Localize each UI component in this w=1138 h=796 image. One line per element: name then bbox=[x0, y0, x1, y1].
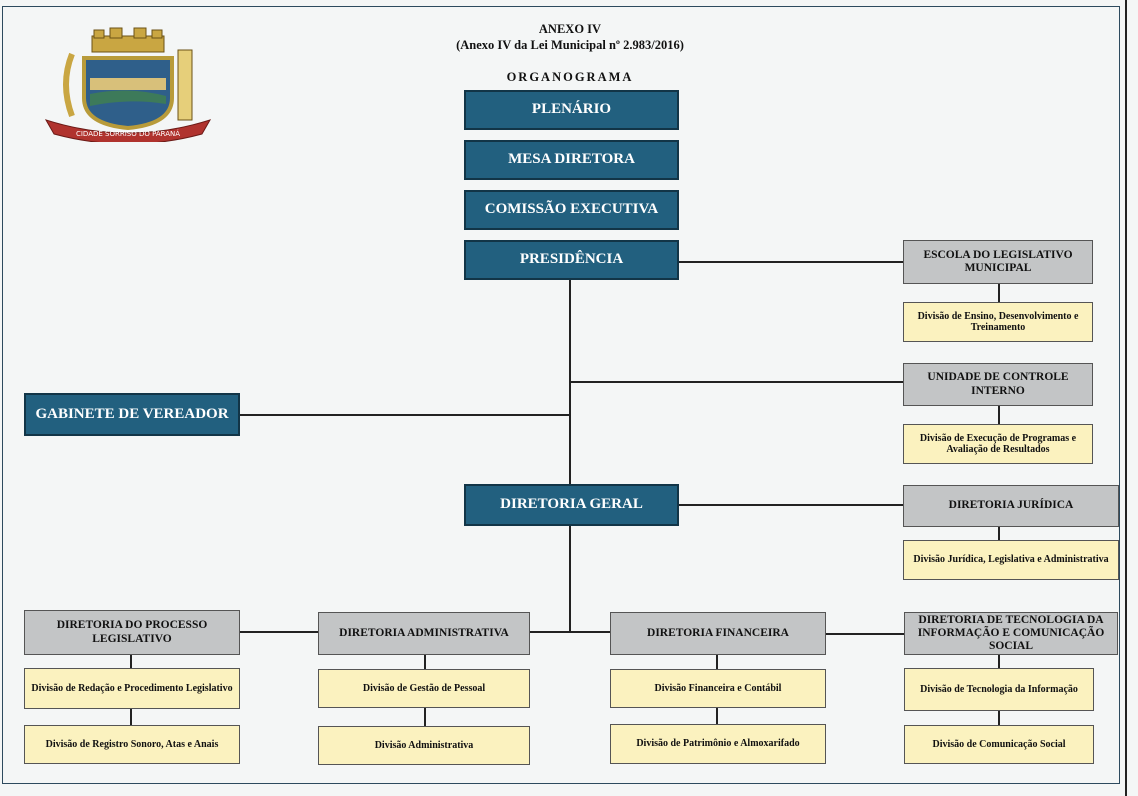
connector bbox=[679, 261, 903, 263]
node-diretoria-processo-legislativo: DIRETORIA DO PROCESSO LEGISLATIVO bbox=[24, 610, 240, 655]
node-controle-interno: UNIDADE DE CONTROLE INTERNO bbox=[903, 363, 1093, 406]
node-divisao-patrimonio: Divisão de Patrimônio e Almoxarifado bbox=[610, 724, 826, 764]
logo-motto: CIDADE SORRISO DO PARANÁ bbox=[76, 129, 180, 138]
node-presidencia: PRESIDÊNCIA bbox=[464, 240, 679, 280]
chart-title: ORGANOGRAMA bbox=[506, 70, 634, 84]
connector bbox=[240, 414, 570, 416]
connector bbox=[530, 631, 610, 633]
connector bbox=[679, 504, 903, 506]
connector bbox=[998, 527, 1000, 540]
connector bbox=[826, 633, 904, 635]
node-plenario: PLENÁRIO bbox=[464, 90, 679, 130]
node-divisao-execucao-programas: Divisão de Execução de Programas e Avali… bbox=[903, 424, 1093, 464]
node-mesa-diretora: MESA DIRETORA bbox=[464, 140, 679, 180]
annex-heading: ANEXO IV bbox=[538, 22, 602, 36]
connector bbox=[998, 284, 1000, 302]
node-diretoria-tecnologia: DIRETORIA DE TECNOLOGIA DA INFORMAÇÃO E … bbox=[904, 612, 1118, 655]
node-divisao-registro-sonoro: Divisão de Registro Sonoro, Atas e Anais bbox=[24, 725, 240, 764]
node-divisao-financeira: Divisão Financeira e Contábil bbox=[610, 669, 826, 708]
connector bbox=[424, 655, 426, 669]
law-reference: (Anexo IV da Lei Municipal nº 2.983/2016… bbox=[456, 38, 684, 52]
node-divisao-comunicacao-social: Divisão de Comunicação Social bbox=[904, 725, 1094, 764]
node-diretoria-administrativa: DIRETORIA ADMINISTRATIVA bbox=[318, 612, 530, 655]
node-diretoria-geral: DIRETORIA GERAL bbox=[464, 484, 679, 526]
connector bbox=[998, 655, 1000, 668]
coat-of-arms-logo: CIDADE SORRISO DO PARANÁ bbox=[44, 27, 212, 142]
node-gabinete-vereador: GABINETE DE VEREADOR bbox=[24, 393, 240, 436]
connector bbox=[716, 655, 718, 669]
connector bbox=[130, 655, 132, 668]
connector bbox=[424, 708, 426, 726]
connector bbox=[240, 631, 318, 633]
node-divisao-administrativa: Divisão Administrativa bbox=[318, 726, 530, 765]
node-escola-legislativo: ESCOLA DO LEGISLATIVO MUNICIPAL bbox=[903, 240, 1093, 284]
connector bbox=[130, 709, 132, 725]
connector bbox=[570, 381, 903, 383]
connector bbox=[569, 526, 571, 632]
connector bbox=[998, 406, 1000, 424]
node-divisao-juridica: Divisão Jurídica, Legislativa e Administ… bbox=[903, 540, 1119, 580]
node-comissao-executiva: COMISSÃO EXECUTIVA bbox=[464, 190, 679, 230]
connector bbox=[716, 708, 718, 724]
page-edge-line bbox=[1125, 0, 1127, 796]
node-diretoria-juridica: DIRETORIA JURÍDICA bbox=[903, 485, 1119, 527]
connector bbox=[998, 711, 1000, 725]
node-divisao-ensino: Divisão de Ensino, Desenvolvimento e Tre… bbox=[903, 302, 1093, 342]
page-frame bbox=[2, 6, 1120, 784]
node-divisao-redacao: Divisão de Redação e Procedimento Legisl… bbox=[24, 668, 240, 709]
node-divisao-tecnologia: Divisão de Tecnologia da Informação bbox=[904, 668, 1094, 711]
node-diretoria-financeira: DIRETORIA FINANCEIRA bbox=[610, 612, 826, 655]
node-divisao-gestao-pessoal: Divisão de Gestão de Pessoal bbox=[318, 669, 530, 708]
